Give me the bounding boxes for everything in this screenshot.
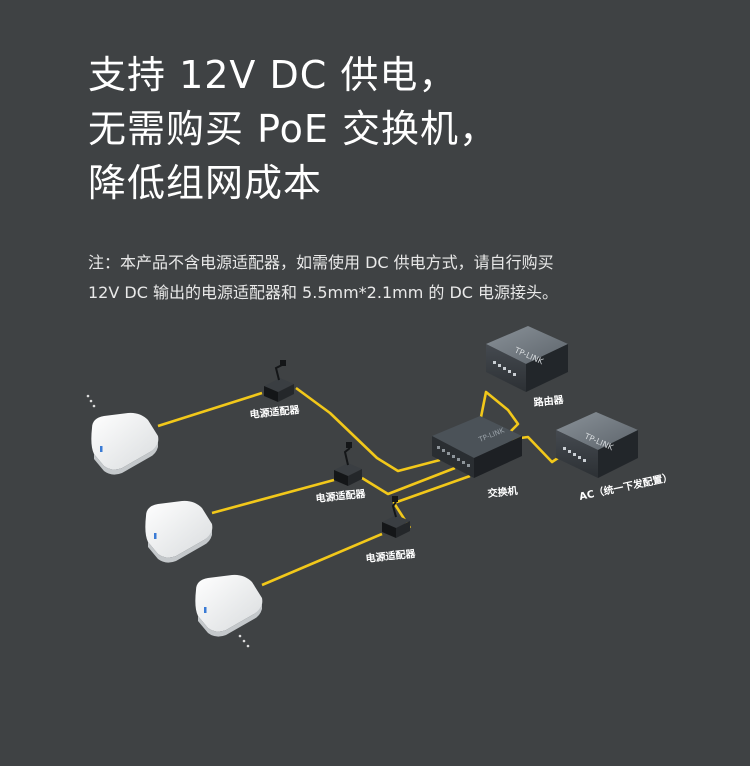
router-ports bbox=[493, 361, 516, 376]
access-point-1 bbox=[86, 394, 159, 475]
switch-device: TP-LINK 交换机 bbox=[432, 416, 522, 500]
cable-adapter2-switch bbox=[361, 466, 456, 496]
ac-label: AC（统一下发配置） bbox=[578, 470, 674, 502]
cable-ap2-adapter2 bbox=[211, 478, 335, 515]
cable-ap1-adapter1 bbox=[157, 391, 263, 428]
cable-switch-router bbox=[478, 390, 520, 433]
headline: 支持 12V DC 供电， 无需购买 PoE 交换机， 降低组网成本 bbox=[88, 48, 498, 210]
note: 注：本产品不含电源适配器，如需使用 DC 供电方式，请自行购买 12V DC 输… bbox=[88, 248, 558, 308]
cables bbox=[157, 386, 559, 587]
cable-ap3-adapter3 bbox=[261, 532, 383, 587]
headline-line-3: 降低组网成本 bbox=[88, 161, 323, 205]
power-adapter-2: 电源适配器 bbox=[315, 442, 367, 505]
access-point-3 bbox=[195, 574, 263, 648]
note-line-1: 注：本产品不含电源适配器，如需使用 DC 供电方式，请自行购买 bbox=[88, 253, 554, 272]
headline-line-2: 无需购买 PoE 交换机， bbox=[88, 107, 498, 151]
power-adapter-3: 电源适配器 bbox=[365, 496, 417, 565]
switch-label: 交换机 bbox=[487, 484, 518, 500]
note-line-2: 12V DC 输出的电源适配器和 5.5mm*2.1mm 的 DC 电源接头。 bbox=[88, 283, 559, 302]
ap3-status-led bbox=[204, 607, 207, 613]
power-adapter-1: 电源适配器 bbox=[249, 360, 301, 421]
access-point-2 bbox=[145, 500, 213, 563]
router-label: 路由器 bbox=[533, 393, 565, 409]
ap2-status-led bbox=[154, 533, 157, 539]
ap1-status-led bbox=[100, 446, 103, 452]
adapter-3-label: 电源适配器 bbox=[365, 547, 417, 565]
ac-ports bbox=[563, 447, 586, 462]
router-device: TP-LINK 路由器 bbox=[486, 326, 568, 409]
switch-ports bbox=[437, 446, 470, 467]
headline-line-1: 支持 12V DC 供电， bbox=[88, 53, 458, 97]
adapter-1-label: 电源适配器 bbox=[249, 403, 301, 421]
ac-controller-device: TP-LINK AC（统一下发配置） bbox=[556, 412, 674, 503]
adapter-2-label: 电源适配器 bbox=[315, 487, 367, 505]
cable-adapter1-switch bbox=[295, 386, 441, 473]
